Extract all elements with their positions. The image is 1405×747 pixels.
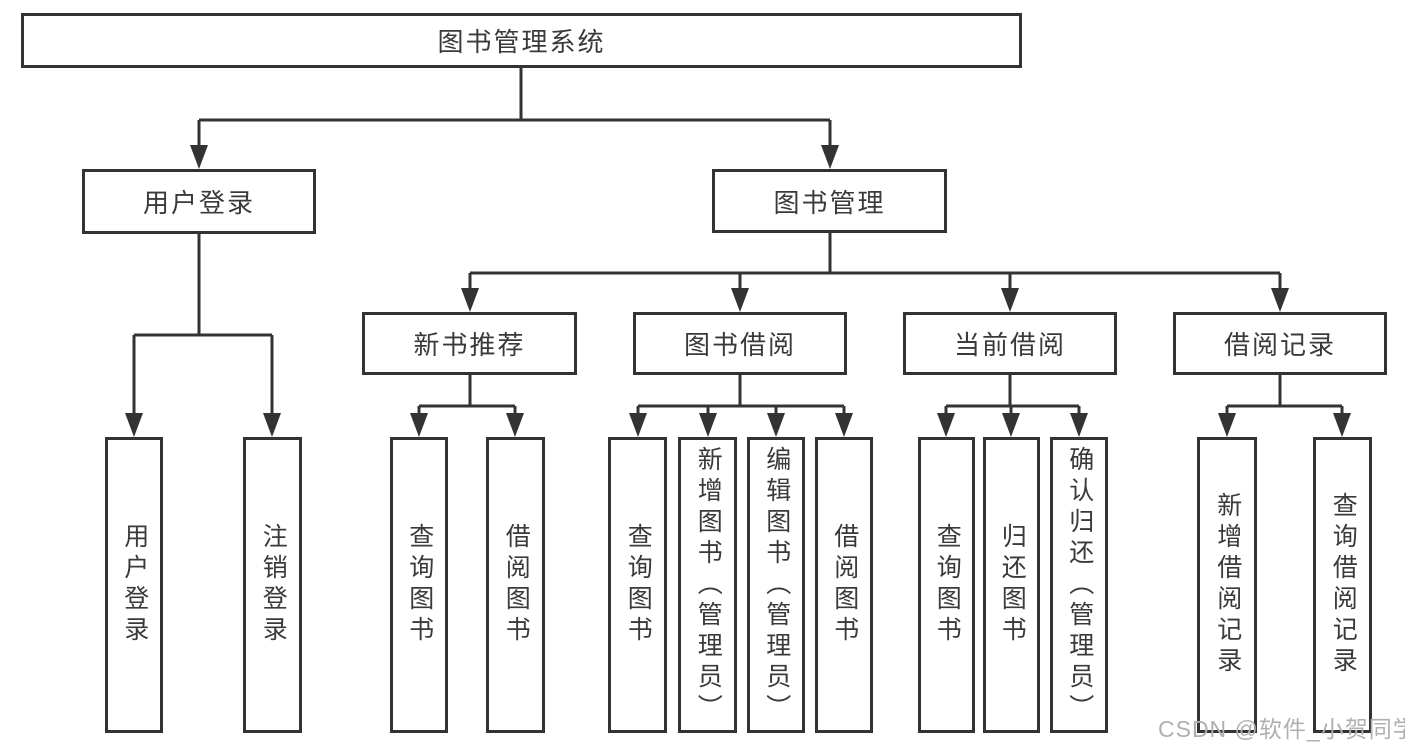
node-borrow-records-label: 借阅记录 bbox=[1223, 330, 1336, 360]
leaf-borrow-add-admin: 新增图书（管理员） bbox=[678, 437, 737, 733]
leaf-record-query-label: 查询借阅记录 bbox=[1329, 492, 1358, 678]
node-book-borrow-label: 图书借阅 bbox=[683, 330, 796, 360]
leaf-newbook-query-label: 查询图书 bbox=[405, 523, 434, 647]
leaf-logout: 注销登录 bbox=[243, 437, 302, 733]
connector-borrow-records bbox=[1218, 375, 1351, 437]
leaf-current-confirm-admin-label: 确认归还（管理员） bbox=[1065, 445, 1094, 725]
leaf-record-add-label: 新增借阅记录 bbox=[1213, 492, 1242, 678]
leaf-record-query: 查询借阅记录 bbox=[1313, 437, 1372, 733]
node-new-book-recommend-label: 新书推荐 bbox=[413, 330, 526, 360]
node-root-system-label: 图书管理系统 bbox=[437, 27, 606, 57]
leaf-borrow-edit-admin: 编辑图书（管理员） bbox=[747, 437, 805, 733]
leaf-current-query-label: 查询图书 bbox=[933, 523, 962, 647]
node-current-borrow-label: 当前借阅 bbox=[953, 330, 1066, 360]
connector-book-management bbox=[461, 233, 1289, 312]
node-book-management: 图书管理 bbox=[712, 169, 947, 233]
leaf-user-login-label: 用户登录 bbox=[120, 523, 149, 647]
connector-current-borrow bbox=[937, 375, 1088, 437]
connector-root bbox=[190, 68, 839, 169]
leaf-borrow-query-label: 查询图书 bbox=[624, 523, 653, 647]
leaf-borrow-book: 借阅图书 bbox=[815, 437, 873, 733]
leaf-newbook-borrow-label: 借阅图书 bbox=[502, 523, 531, 647]
leaf-newbook-query: 查询图书 bbox=[390, 437, 448, 733]
leaf-user-login: 用户登录 bbox=[105, 437, 163, 733]
leaf-borrow-edit-admin-label: 编辑图书（管理员） bbox=[762, 445, 791, 725]
leaf-logout-label: 注销登录 bbox=[259, 523, 288, 647]
node-book-management-label: 图书管理 bbox=[773, 187, 886, 218]
node-current-borrow: 当前借阅 bbox=[903, 312, 1117, 375]
connector-user-login bbox=[125, 234, 281, 437]
leaf-current-return: 归还图书 bbox=[983, 437, 1040, 733]
csdn-watermark: CSDN @软件_小贺同学 bbox=[1158, 716, 1405, 742]
node-book-borrow: 图书借阅 bbox=[633, 312, 847, 375]
leaf-borrow-add-admin-label: 新增图书（管理员） bbox=[694, 445, 723, 725]
node-root-system: 图书管理系统 bbox=[21, 13, 1022, 68]
connector-new-book-recommend bbox=[410, 375, 524, 437]
node-user-login-label: 用户登录 bbox=[142, 188, 255, 218]
leaf-borrow-book-label: 借阅图书 bbox=[830, 523, 859, 647]
leaf-current-return-label: 归还图书 bbox=[998, 523, 1027, 647]
node-new-book-recommend: 新书推荐 bbox=[362, 312, 577, 375]
leaf-current-query: 查询图书 bbox=[918, 437, 975, 733]
leaf-borrow-query: 查询图书 bbox=[608, 437, 667, 733]
leaf-current-confirm-admin: 确认归还（管理员） bbox=[1050, 437, 1108, 733]
node-user-login: 用户登录 bbox=[82, 169, 316, 234]
connector-book-borrow bbox=[629, 375, 853, 437]
leaf-record-add: 新增借阅记录 bbox=[1197, 437, 1257, 733]
node-borrow-records: 借阅记录 bbox=[1173, 312, 1387, 375]
leaf-newbook-borrow: 借阅图书 bbox=[486, 437, 545, 733]
